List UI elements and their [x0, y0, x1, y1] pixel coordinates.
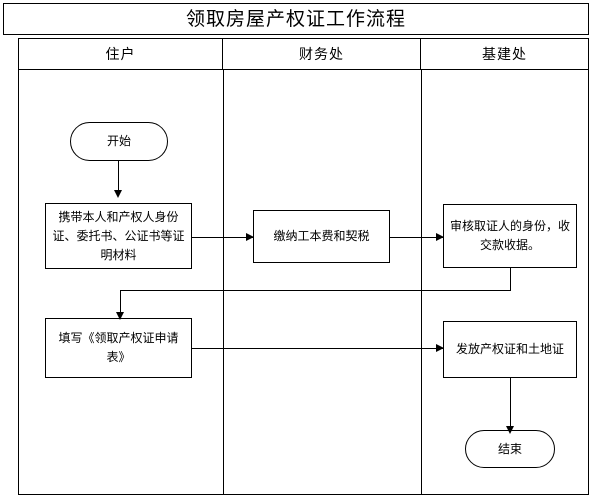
edge-issue-to-end-arrow [506, 426, 514, 434]
edge-form-to-issue-line [192, 348, 443, 349]
node-bring-documents[interactable]: 携带本人和产权人身份证、委托书、公证书等证明材料 [45, 203, 192, 269]
lane-header-finance: 财务处 [223, 39, 421, 69]
swimlane-header-row: 住户 财务处 基建处 [19, 39, 588, 70]
node-bring-documents-label: 携带本人和产权人身份证、委托书、公证书等证明材料 [52, 209, 185, 262]
node-start-label: 开始 [106, 134, 131, 148]
lane-header-resident: 住户 [19, 39, 223, 69]
node-issue-certificates-label: 发放产权证和土地证 [455, 342, 564, 356]
node-pay-fees[interactable]: 缴纳工本费和契税 [253, 210, 390, 263]
lane-header-construction: 基建处 [482, 47, 527, 63]
edge-docs-to-pay-arrow [246, 233, 254, 241]
edge-start-to-docs-line [118, 160, 119, 194]
page-title: 领取房屋产权证工作流程 [185, 7, 406, 30]
node-end-label: 结束 [497, 441, 522, 456]
node-fill-application[interactable]: 填写《领取产权证申请表》 [45, 318, 192, 378]
edge-issue-to-end-line [510, 378, 511, 430]
edge-form-to-issue-arrow [436, 344, 444, 352]
edge-verify-to-form-segment-down [510, 268, 511, 291]
node-verify-identity[interactable]: 审核取证人的身份，收交款收据。 [443, 204, 577, 268]
edge-verify-to-form-segment-down2 [120, 290, 121, 318]
node-verify-identity-label: 审核取证人的身份，收交款收据。 [449, 219, 570, 252]
node-start[interactable]: 开始 [70, 122, 168, 161]
edge-docs-to-pay-line [192, 237, 253, 238]
lane-divider-2 [421, 70, 422, 494]
edge-start-to-docs-arrow [114, 190, 122, 198]
node-pay-fees-label: 缴纳工本费和契税 [273, 229, 370, 243]
edge-pay-to-verify-line [390, 237, 443, 238]
edge-verify-to-form-segment-left [120, 290, 511, 291]
chart-title-band: 领取房屋产权证工作流程 [3, 3, 589, 35]
edge-verify-to-form-arrow [116, 312, 124, 320]
edge-pay-to-verify-arrow [436, 233, 444, 241]
lane-divider-1 [223, 70, 224, 494]
node-end[interactable]: 结束 [465, 430, 555, 468]
node-fill-application-label: 填写《领取产权证申请表》 [58, 331, 179, 364]
node-issue-certificates[interactable]: 发放产权证和土地证 [443, 321, 577, 378]
